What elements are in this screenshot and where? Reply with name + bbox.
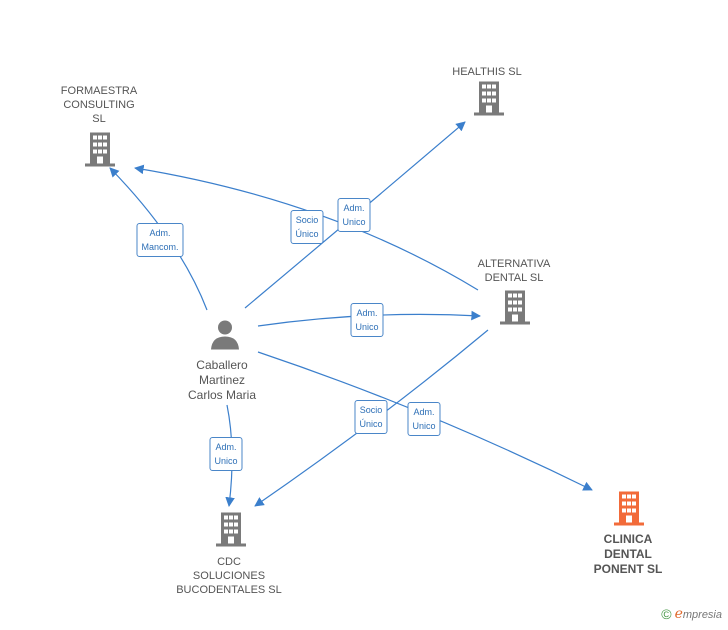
brand-rest: mpresia [682,609,722,621]
person-icon-svg [211,320,239,350]
building-icon [216,512,246,552]
building-icon-cdc [216,512,246,547]
edge-label-person-alternativa[interactable]: Adm. Unico [350,303,384,337]
building-icon-alternativa [500,290,530,325]
edge-label-person-clinica[interactable]: Adm. Unico [407,402,441,436]
building-icon [474,81,504,121]
edge-label-alternativa-formaestra[interactable]: Socio Único [290,210,324,244]
person-label[interactable]: Caballero Martinez Carlos Maria [187,358,257,402]
building-icon [85,132,115,172]
person-icon [210,320,240,355]
company-label-clinica[interactable]: CLINICA DENTAL PONENT SL [593,532,663,576]
brand-watermark: © empresia [661,606,722,622]
company-label-formaestra[interactable]: FORMAESTRA CONSULTING SL [60,85,138,125]
building-icon [614,491,644,531]
brand-initial: e [674,606,683,622]
building-icon-healthis [474,81,504,116]
edge-label-person-cdc[interactable]: Adm. Unico [209,437,243,471]
edge-label-person-formaestra[interactable]: Adm. Mancom. [136,223,184,257]
brand-name: empresia [675,606,722,622]
building-icon [500,290,530,330]
copyright-icon: © [661,606,672,622]
building-icon-clinica [614,491,644,526]
building-icon-formaestra [85,132,115,167]
company-label-alternativa[interactable]: ALTERNATIVA DENTAL SL [477,258,551,284]
company-label-cdc[interactable]: CDC SOLUCIONES BUCODENTALES SL [176,556,282,596]
edge-label-person-healthis[interactable]: Adm. Unico [337,198,371,232]
company-label-healthis[interactable]: HEALTHIS SL [452,66,522,78]
edge-label-alternativa-cdc[interactable]: Socio Único [354,400,388,434]
